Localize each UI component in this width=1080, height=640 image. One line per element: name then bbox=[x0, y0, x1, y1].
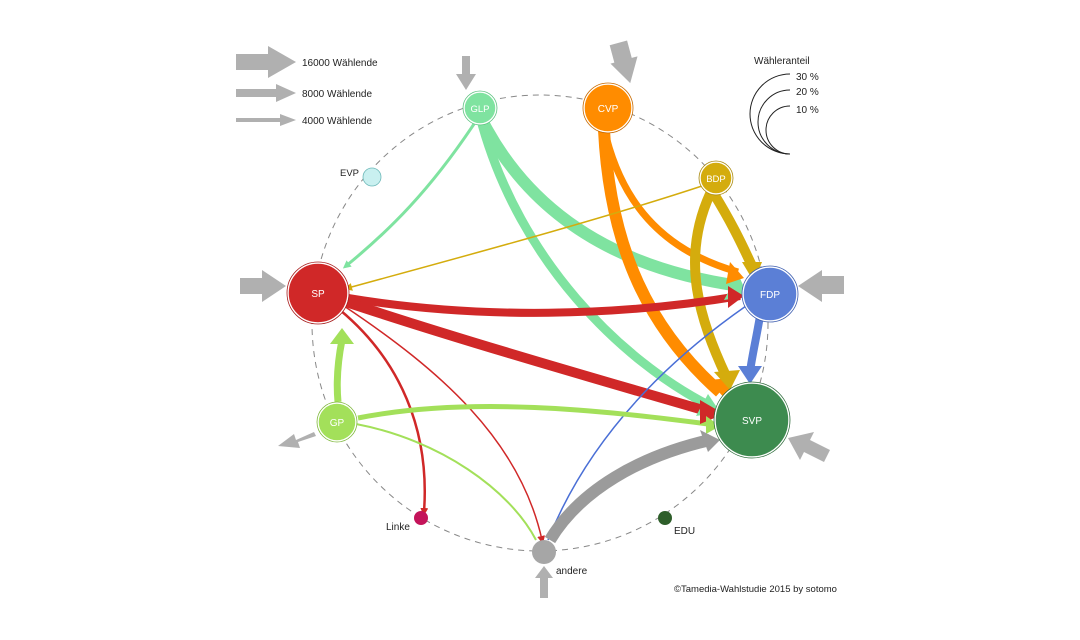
legend-arrow-16000 bbox=[236, 46, 296, 78]
ext-arrow-glp bbox=[456, 56, 476, 90]
share-20-label: 20 % bbox=[796, 87, 819, 98]
flow-sp-svp bbox=[344, 297, 712, 417]
label-linke: Linke bbox=[386, 522, 410, 533]
flow-fdp-svp bbox=[746, 315, 764, 373]
flow-fdp-andere bbox=[547, 305, 747, 541]
ext-arrow-fdp bbox=[798, 270, 844, 302]
flow-gp-andere bbox=[355, 423, 537, 541]
label-glp: GLP bbox=[470, 104, 489, 115]
share-legend-title: Wähleranteil bbox=[754, 56, 810, 67]
legend-4000-label: 4000 Wählende bbox=[302, 116, 372, 127]
external-arrows bbox=[240, 40, 844, 598]
credit-text: ©Tamedia-Wahlstudie 2015 by sotomo bbox=[674, 584, 837, 595]
share-30-label: 30 % bbox=[796, 72, 819, 83]
label-svp: SVP bbox=[742, 416, 762, 427]
legend-arrow-4000 bbox=[236, 114, 296, 126]
flow-glp-svp bbox=[477, 122, 713, 411]
head-andere-svp bbox=[700, 430, 720, 452]
node-bdp bbox=[699, 161, 733, 195]
flow-glp-sp bbox=[342, 123, 476, 269]
label-fdp: FDP bbox=[760, 290, 780, 301]
node-cvp bbox=[583, 83, 633, 133]
node-svp bbox=[714, 382, 790, 458]
party-ring bbox=[311, 94, 769, 552]
ext-arrow-gp bbox=[278, 432, 316, 448]
node-fdp bbox=[742, 266, 798, 322]
ext-arrow-svp bbox=[788, 432, 830, 462]
share-legend-arcs bbox=[749, 73, 791, 155]
flow-bdp-svp bbox=[690, 191, 731, 379]
flow-bdp-sp bbox=[344, 183, 709, 291]
head-fdp-svp bbox=[738, 366, 762, 384]
label-edu: EDU bbox=[674, 526, 695, 537]
flow-arrowheads bbox=[330, 262, 762, 452]
party-nodes bbox=[286, 82, 799, 564]
node-gp bbox=[317, 402, 357, 442]
label-sp: SP bbox=[311, 289, 325, 300]
share-10-label: 10 % bbox=[796, 105, 819, 116]
ext-arrow-andere bbox=[535, 566, 553, 598]
legend-flow-arrows bbox=[236, 46, 296, 126]
label-cvp: CVP bbox=[598, 104, 619, 115]
flow-sp-linke bbox=[339, 309, 429, 516]
head-bdp-svp bbox=[714, 370, 740, 390]
head-gp-svp bbox=[706, 416, 720, 434]
ext-arrow-cvp bbox=[609, 40, 638, 84]
flow-gp-sp bbox=[333, 339, 346, 403]
legend-8000-label: 8000 Wählende bbox=[302, 89, 372, 100]
node-evp bbox=[362, 167, 382, 187]
flow-bdp-fdp bbox=[709, 191, 757, 269]
flow-sp-andere bbox=[343, 305, 546, 544]
head-bdp-fdp bbox=[742, 262, 762, 282]
legend-arrow-8000 bbox=[236, 84, 296, 102]
head-sp-fdp bbox=[728, 286, 744, 308]
label-andere: andere bbox=[556, 566, 588, 577]
head-gp-sp bbox=[330, 328, 354, 344]
head-cvp-fdp bbox=[726, 262, 744, 284]
node-glp bbox=[463, 91, 497, 125]
flow-cvp-svp bbox=[598, 129, 724, 397]
flow-gp-svp bbox=[357, 404, 709, 427]
flow-andere-svp bbox=[544, 434, 712, 544]
label-evp: EVP bbox=[340, 168, 359, 179]
ext-arrow-sp bbox=[240, 270, 286, 302]
flow-lines bbox=[333, 121, 764, 544]
legend-16000-label: 16000 Wählende bbox=[302, 58, 378, 69]
node-andere bbox=[532, 540, 556, 564]
label-gp: GP bbox=[330, 418, 345, 429]
label-bdp: BDP bbox=[706, 174, 726, 185]
node-sp bbox=[287, 262, 349, 324]
flow-sp-fdp bbox=[347, 292, 741, 317]
node-linke bbox=[414, 511, 428, 525]
node-edu bbox=[658, 511, 672, 525]
